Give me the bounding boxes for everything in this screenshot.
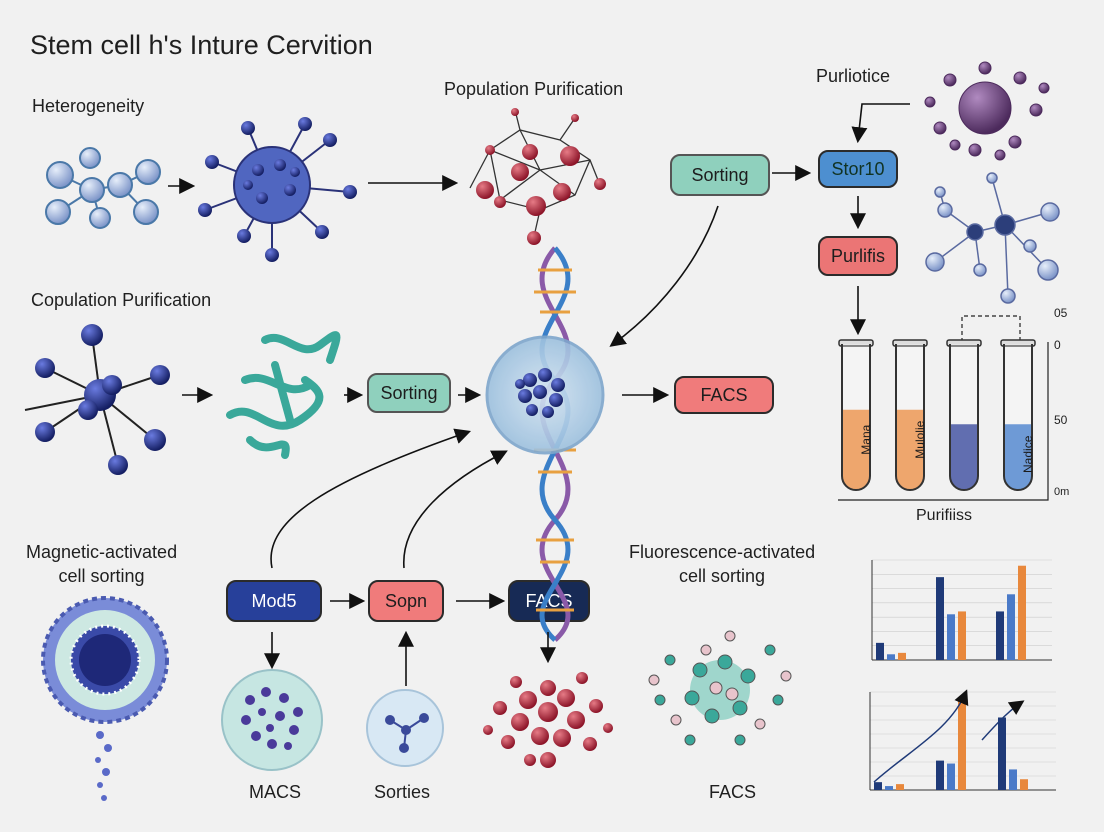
test-tube-3 [946, 339, 982, 491]
red-nodes [476, 108, 606, 245]
light-molecule-icon [925, 172, 1060, 304]
trend-arrow-1 [873, 689, 969, 783]
bar-c2-s1-1 [874, 782, 882, 790]
bar-c1-s2-1 [887, 654, 895, 660]
test-tube-2: Mulolie [892, 339, 928, 491]
tube-scale-0: 0 [1054, 338, 1061, 352]
bar-c1-s3-1 [898, 652, 906, 660]
bar-c2-s3-3 [1020, 779, 1028, 790]
label-facs-bottom: FACS [709, 782, 757, 802]
bar-c2-s3-2 [958, 699, 966, 790]
tube-scale-top: 05 [1054, 306, 1068, 320]
blue-cluster-icon [198, 117, 357, 262]
bar-c1-s3-3 [1018, 565, 1026, 660]
tube-frame [838, 342, 1049, 501]
tube-scale-bottom: 0m [1054, 486, 1070, 498]
sorting-box-top: Sorting [670, 154, 770, 196]
bar-c1-s3-2 [958, 611, 966, 660]
tube-label-4: Nadice [1021, 435, 1035, 473]
tube-liquid-4 [1004, 424, 1032, 490]
label-magnetic-activated: Magnetic-activated cell sorting [26, 542, 178, 586]
label-population-purification: Population Purification [444, 79, 624, 99]
bar-c2-s1-3 [998, 717, 1006, 790]
bar-c2-s3-1 [896, 784, 904, 790]
test-tube-1: Mana [838, 339, 874, 491]
purlifis-box: Purlifis [818, 236, 898, 276]
page-title: Stem cell h's Inture Cervition [30, 30, 373, 60]
magnetic-cell-icon [41, 596, 169, 801]
bar-c1-s1-2 [936, 577, 944, 660]
chart-1 [871, 559, 1052, 661]
red-cluster-icon [483, 672, 613, 768]
tube-label-2: Mulolie [913, 420, 927, 458]
tube-label-1: Mana [859, 424, 873, 454]
label-purliotice: Purliotice [816, 66, 891, 86]
label-fluorescence-activated: Fluorescence-activated cell sorting [629, 542, 816, 586]
fluorescent-cluster-icon [648, 630, 792, 746]
trend-arrow-2 [981, 700, 1025, 741]
label-macs: MACS [249, 782, 302, 802]
purple-cluster-icon [924, 61, 1050, 161]
central-cell-icon [485, 335, 605, 455]
mod5-box: Mod5 [226, 580, 322, 622]
chart-2 [869, 689, 1056, 791]
bar-c1-s1-1 [876, 642, 884, 660]
bar-c1-s2-3 [1007, 594, 1015, 660]
navy-molecule-icon [24, 324, 170, 475]
label-heterogeneity: Heterogeneity [32, 96, 145, 116]
macs-cell-icon [221, 669, 323, 771]
bar-c2-s2-2 [947, 763, 955, 790]
flow-arrows [168, 103, 910, 686]
label-sorties: Sorties [374, 782, 431, 802]
bar-c1-s1-3 [996, 611, 1004, 660]
label-copulation-purification: Copulation Purification [31, 290, 212, 310]
test-tube-4: Nadice [1000, 339, 1036, 491]
bar-c1-s2-2 [947, 614, 955, 660]
facs-box-mid: FACS [674, 376, 774, 414]
tube-scale-50: 50 [1054, 413, 1068, 427]
tube-liquid-1 [842, 409, 870, 490]
sorties-cell-icon [366, 689, 444, 767]
light-blue-molecule-icon [45, 147, 161, 229]
teal-protein-icon [226, 331, 341, 459]
tube-liquid-3 [950, 424, 978, 490]
tube-liquid-2 [896, 409, 924, 490]
sopn-box: Sopn [368, 580, 444, 622]
sorting-box-mid: Sorting [367, 373, 451, 413]
bar-c2-s2-3 [1009, 769, 1017, 790]
bar-c2-s1-2 [936, 760, 944, 790]
label-purifiiss: Purifiiss [916, 507, 973, 524]
stor10-box: Stor10 [818, 150, 898, 188]
red-network-icon [469, 109, 601, 233]
facs-box-low: FACS [508, 580, 590, 622]
bar-c2-s2-1 [885, 786, 893, 790]
